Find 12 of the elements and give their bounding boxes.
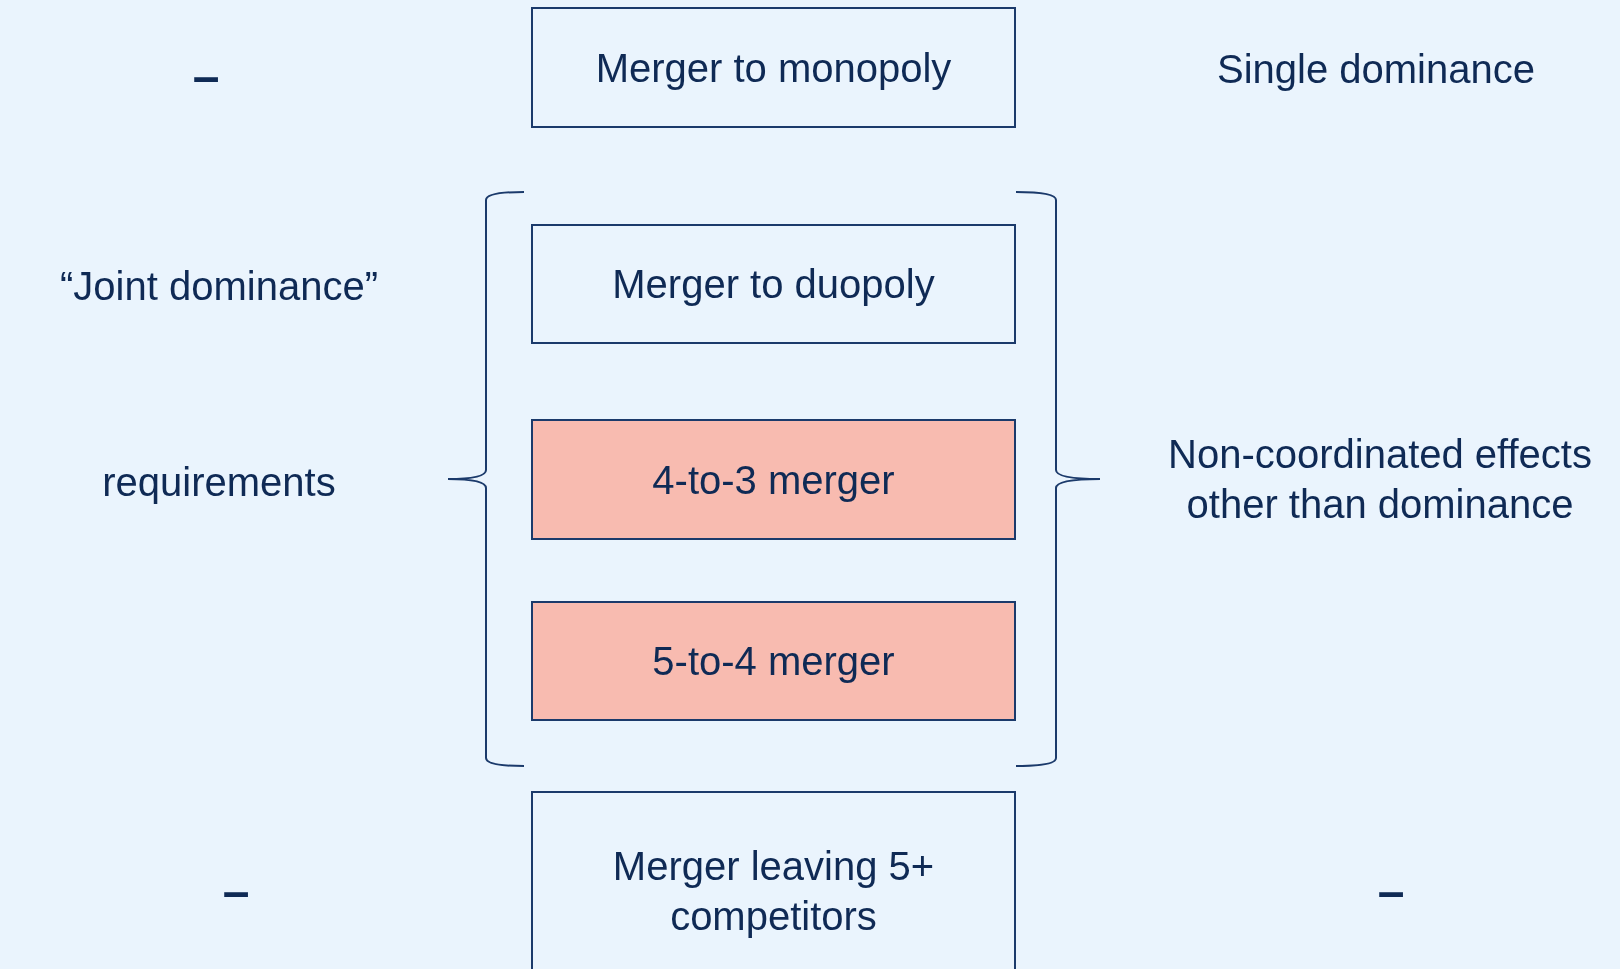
side-label: Non-coordinated effects other than dominance xyxy=(1167,431,1593,528)
merger-box: 4-to-3 merger xyxy=(531,419,1016,540)
merger-box: Merger to duopoly xyxy=(531,224,1016,344)
side-label: Single dominance xyxy=(1217,46,1535,93)
dash-mark: – xyxy=(192,49,220,105)
merger-box: Merger leaving 5+ competitors xyxy=(531,791,1016,969)
side-label: “Joint dominance” xyxy=(60,263,378,310)
dash-mark: – xyxy=(1377,864,1405,920)
dash-mark: – xyxy=(222,864,250,920)
merger-box: Merger to monopoly xyxy=(531,7,1016,128)
merger-box: 5-to-4 merger xyxy=(531,601,1016,721)
side-label: requirements xyxy=(102,459,336,506)
